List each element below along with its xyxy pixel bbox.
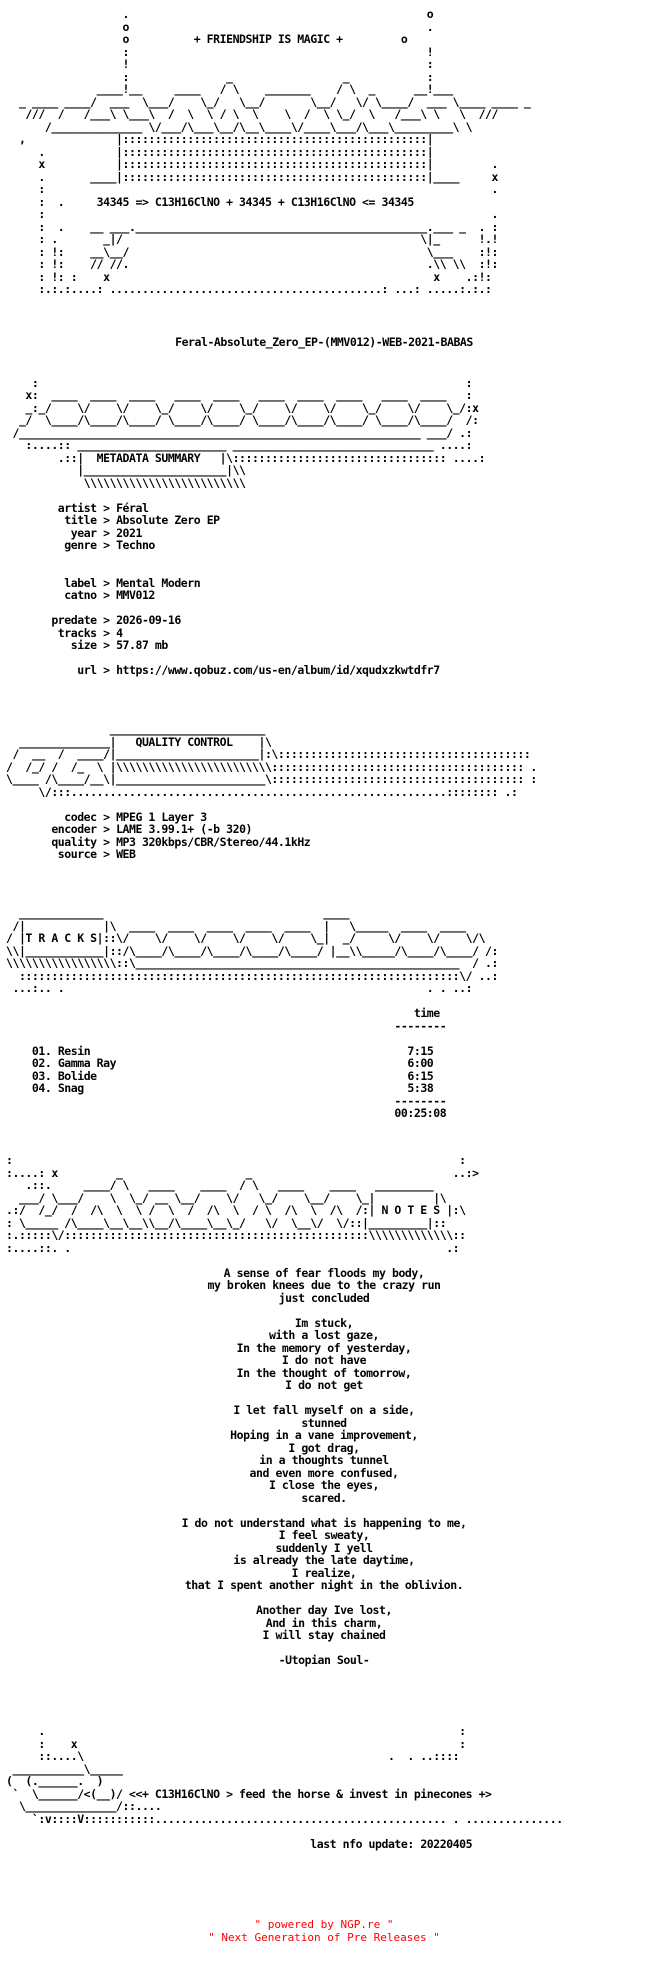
metadata-banner: : : x: ____ ____ ____ ____ ____ ____ ___…	[12, 375, 479, 465]
tracks-block: time -------- 01. Resin 7:15 02. Gamma R…	[31, 1006, 447, 1120]
metadata-title: METADATA SUMMARY	[96, 450, 201, 465]
quality-key-source: source	[57, 847, 97, 861]
track-title: Resin	[57, 1043, 91, 1058]
track-time: 6:15	[407, 1068, 434, 1083]
meta-key-label: label	[64, 575, 97, 590]
meta-key-url: url	[77, 663, 97, 677]
track-time: 7:15	[407, 1043, 434, 1058]
meta-value-genre: Techno	[116, 538, 155, 552]
track-title: Gamma Ray	[57, 1056, 117, 1070]
meta-value-title: Absolute Zero EP	[116, 513, 220, 527]
track-time: 6:00	[407, 1056, 434, 1070]
last-update: last nfo update: 20220405	[6, 1836, 642, 1851]
meta-value-tracks: 4	[116, 625, 123, 640]
meta-key-title: title	[64, 513, 97, 527]
update-value: 20220405	[420, 1836, 473, 1851]
quality-title: QUALITY CONTROL	[135, 734, 233, 749]
track-title: Snag	[57, 1081, 84, 1095]
quality-key-encoder: encoder	[51, 822, 97, 836]
notes-poem: A sense of fear floods my body,my broken…	[181, 1265, 467, 1667]
track-title: Bolide	[57, 1068, 97, 1083]
update-label: last nfo update:	[310, 1836, 414, 1851]
quality-value-codec: MPEG 1 Layer 3	[116, 809, 207, 824]
meta-value-predate: 2026-09-16	[116, 613, 181, 627]
tracks-total: 00:25:08	[394, 1106, 447, 1120]
footer-powered[interactable]: " powered by NGP.re "	[254, 1918, 394, 1931]
closing-tagline: <<+ C13H16ClNO > feed the horse & invest…	[129, 1786, 492, 1801]
meta-key-genre: genre	[64, 538, 97, 552]
track-number: 01.	[31, 1043, 52, 1058]
quality-value-source: WEB	[116, 847, 136, 861]
closing-art: . : : x : ::....\ .	[6, 1724, 466, 1801]
quality-block: codec > MPEG 1 Layer 3 encoder > LAME 3.…	[51, 809, 311, 861]
track-time: 5:38	[407, 1081, 434, 1095]
meta-key-predate: predate	[51, 613, 97, 627]
meta-key-artist: artist	[57, 500, 97, 515]
meta-value-catno: MMV012	[116, 588, 155, 602]
metadata-block: artist > Féral title > Absolute Zero EP …	[51, 500, 440, 677]
quality-banner: ________________________ ______________|	[18, 722, 265, 749]
quality-value-encoder: LAME 3.99.1+ (-b 320)	[116, 822, 253, 836]
quality-key-codec: codec	[64, 809, 97, 824]
track-number: 03.	[31, 1068, 52, 1083]
track-number: 02.	[31, 1056, 52, 1070]
header-formula: 34345 => C13H16ClNO + 34345 + C13H16ClNO…	[96, 194, 415, 209]
meta-value-year: 2021	[116, 525, 142, 540]
meta-value-size: 57.87 mb	[116, 638, 168, 652]
notes-banner: : : :....: x _ _ ..:> .::. ____/ \ ____ …	[6, 1153, 479, 1217]
quality-key-quality: quality	[51, 834, 97, 849]
release-name: Feral-Absolute_Zero_EP-(MMV012)-WEB-2021…	[175, 335, 473, 349]
header-art-top: . o o . o + FRIENDSHIP IS MAGIC + o :	[18, 7, 531, 209]
tracks-title: T R A C K S	[25, 931, 97, 945]
meta-key-catno: catno	[64, 588, 97, 602]
meta-key-year: year	[70, 525, 97, 540]
quality-value-quality: MP3 320kbps/CBR/Stereo/44.1kHz	[116, 834, 311, 849]
footer: " powered by NGP.re " " Next Generation …	[0, 1918, 648, 1944]
footer-subtitle: " Next Generation of Pre Releases "	[208, 1931, 440, 1944]
meta-value-url[interactable]: https://www.qobuz.com/us-en/album/id/xqu…	[116, 663, 440, 677]
meta-value-artist: Féral	[116, 500, 149, 515]
nfo-document: . o o . o + FRIENDSHIP IS MAGIC + o :	[6, 8, 642, 1850]
meta-value-label: Mental Modern	[116, 575, 201, 590]
tracks-banner: _____________ ____ /| |\ ____ ____ ____ …	[6, 906, 466, 945]
track-number: 04.	[31, 1081, 52, 1095]
tracks-time-header: time	[413, 1006, 440, 1020]
meta-key-size: size	[70, 638, 97, 652]
meta-key-tracks: tracks	[57, 625, 97, 640]
header-tagline: + FRIENDSHIP IS MAGIC +	[193, 32, 343, 46]
notes-title: N O T E S	[381, 1203, 440, 1217]
